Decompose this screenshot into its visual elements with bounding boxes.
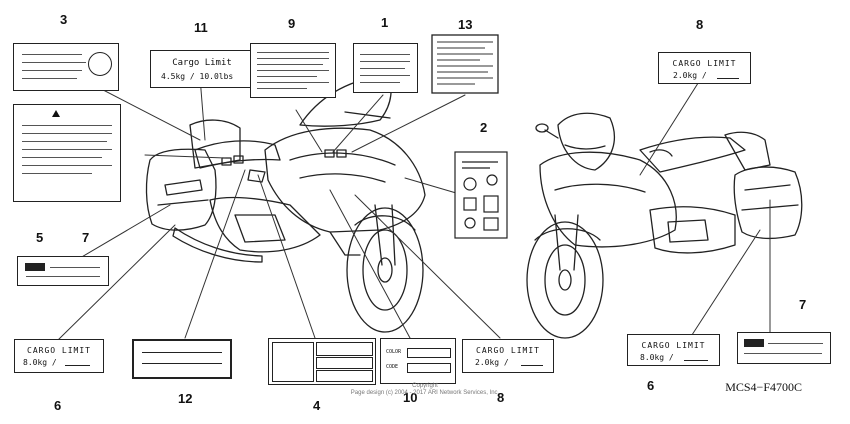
label-8-top-title: CARGO LIMIT <box>672 59 737 68</box>
label-1 <box>353 43 418 93</box>
callout-6-left: 6 <box>54 398 62 413</box>
callout-10: 10 <box>403 390 418 405</box>
label-8-bottom-value: 2.0kg / <box>475 358 509 367</box>
copyright-notice: Copyright Page design (c) 2004 - 2017 AR… <box>300 383 550 397</box>
label-6-left-title: CARGO LIMIT <box>27 346 91 355</box>
callout-13: 13 <box>458 17 473 32</box>
label-7-right <box>737 332 831 364</box>
label-7-left <box>17 256 109 286</box>
label-plate-2 <box>454 151 508 239</box>
callout-4: 4 <box>313 398 321 413</box>
callout-8-bottom: 8 <box>497 390 505 405</box>
label-8-top-cargo-limit: CARGO LIMIT 2.0kg / <box>658 52 751 84</box>
callout-7-right: 7 <box>799 297 807 312</box>
label-6-left-value: 8.0kg / <box>23 358 57 367</box>
diagram-reference-code: MCS4−F4700C <box>725 380 802 394</box>
copyright-line-2: Page design (c) 2004 - 2017 ARI Network … <box>350 390 500 396</box>
warning-triangle-icon <box>52 110 60 117</box>
leader-lines <box>57 76 771 341</box>
label-3-circle <box>88 52 112 76</box>
label-10-code: CODE <box>386 364 399 370</box>
label-10-color: COLOR <box>386 349 402 355</box>
callout-2: 2 <box>480 120 488 135</box>
callout-6-right: 6 <box>647 378 655 393</box>
label-8-bottom-title: CARGO LIMIT <box>476 346 540 355</box>
callout-9: 9 <box>288 16 296 31</box>
label-7-left-tag <box>25 263 45 271</box>
label-6-right-cargo-limit: CARGO LIMIT 8.0kg / <box>627 334 720 366</box>
label-3 <box>13 43 119 91</box>
left-motorcycle-illustration <box>145 74 426 333</box>
label-6-right-title: CARGO LIMIT <box>641 341 706 350</box>
label-12 <box>132 339 232 379</box>
label-4 <box>268 338 376 385</box>
label-11-value: 4.5kg / 10.0lbs <box>161 72 234 81</box>
callout-7-left: 7 <box>82 230 90 245</box>
label-plate-13 <box>431 34 499 94</box>
label-8-top-value: 2.0kg / <box>673 71 707 80</box>
label-6-right-value: 8.0kg / <box>640 353 674 362</box>
label-7-right-tag <box>744 339 764 347</box>
callout-12: 12 <box>178 391 193 406</box>
label-11-cargo-limit: Cargo Limit 4.5kg / 10.0lbs <box>150 50 254 88</box>
callout-5: 5 <box>36 230 44 245</box>
label-10: COLOR CODE <box>380 338 456 384</box>
callout-3: 3 <box>60 12 68 27</box>
label-11-title: Cargo Limit <box>172 58 232 68</box>
right-motorcycle-illustration <box>526 112 803 339</box>
label-8-bottom-cargo-limit: CARGO LIMIT 2.0kg / <box>462 339 554 373</box>
callout-11: 11 <box>194 20 208 35</box>
copyright-line-1: Copyright <box>412 383 438 389</box>
callout-8-top: 8 <box>696 17 704 32</box>
callout-1: 1 <box>381 15 389 30</box>
label-6-left-cargo-limit: CARGO LIMIT 8.0kg / <box>14 339 104 373</box>
label-9 <box>250 43 336 98</box>
label-5 <box>13 104 121 202</box>
